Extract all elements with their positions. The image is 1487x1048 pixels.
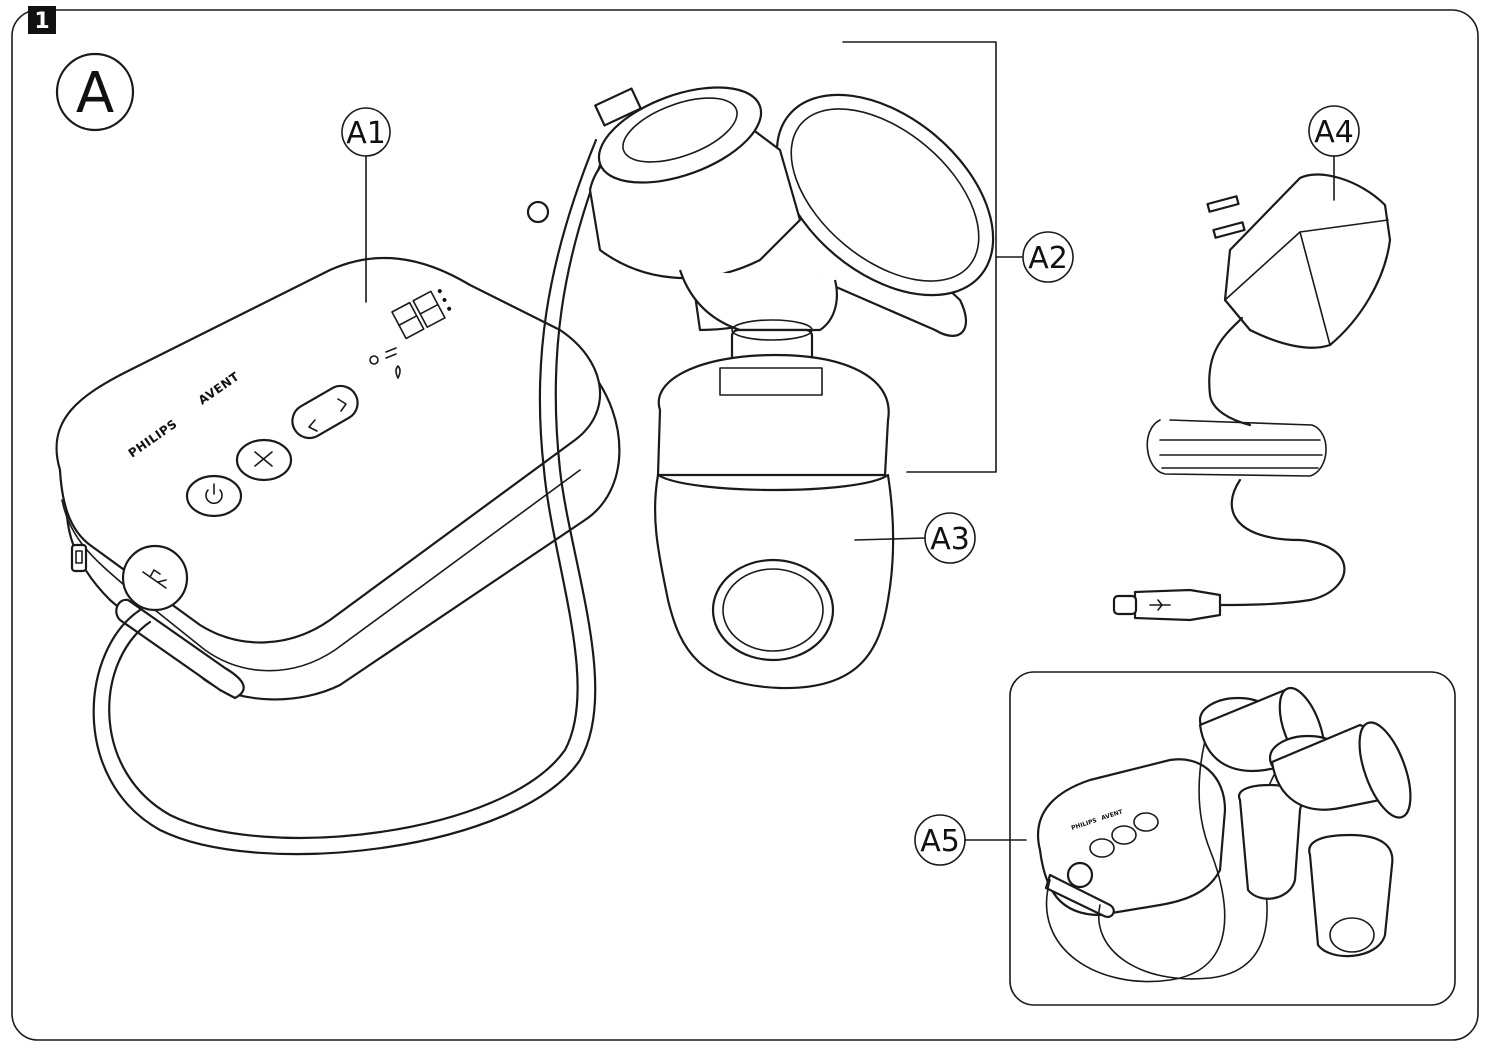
label-a3: A3 xyxy=(854,512,976,564)
breast-shield xyxy=(526,86,995,421)
label-a1: A1 xyxy=(341,107,391,303)
tubing-inner xyxy=(108,138,598,840)
bottle xyxy=(653,353,895,690)
cord-coil xyxy=(1146,419,1327,477)
tubing-outer xyxy=(92,138,612,856)
usb-icon xyxy=(142,569,167,589)
adapter-prong-1 xyxy=(1206,195,1240,213)
mode-icon xyxy=(254,451,273,467)
usb-port[interactable] xyxy=(121,544,189,612)
label-a5-text: A5 xyxy=(920,824,960,859)
inset-frame xyxy=(1009,671,1456,1006)
figure-frame xyxy=(11,9,1479,1041)
double-pump-inset: PHILIPS AVENT xyxy=(1009,671,1456,1006)
figure-number-tab: 1 xyxy=(28,6,56,34)
section-badge: A xyxy=(55,52,135,132)
status-icons xyxy=(369,347,401,379)
label-a2: A2 xyxy=(842,41,1074,473)
label-a4-text: A4 xyxy=(1314,115,1354,150)
label-a3-text: A3 xyxy=(930,522,970,557)
power-button[interactable] xyxy=(185,474,243,518)
figure-number: 1 xyxy=(34,9,49,34)
usb-symbol-icon xyxy=(1149,599,1171,611)
label-a1-text: A1 xyxy=(346,116,386,151)
motor-unit: PHILIPS AVENT xyxy=(55,256,621,701)
level-button[interactable] xyxy=(286,380,364,444)
label-a2-text: A2 xyxy=(1028,241,1068,276)
label-a4: A4 xyxy=(1308,105,1360,201)
decrease-icon xyxy=(308,419,318,432)
adapter-prong-2 xyxy=(1212,221,1246,239)
side-switch[interactable] xyxy=(70,543,88,573)
label-a5: A5 xyxy=(914,814,1027,866)
mode-button[interactable] xyxy=(235,438,293,482)
usb-c-plug xyxy=(1112,588,1222,622)
led-display xyxy=(391,289,452,340)
power-adapter xyxy=(1112,173,1392,622)
increase-icon xyxy=(337,398,347,412)
section-letter: A xyxy=(76,61,114,126)
